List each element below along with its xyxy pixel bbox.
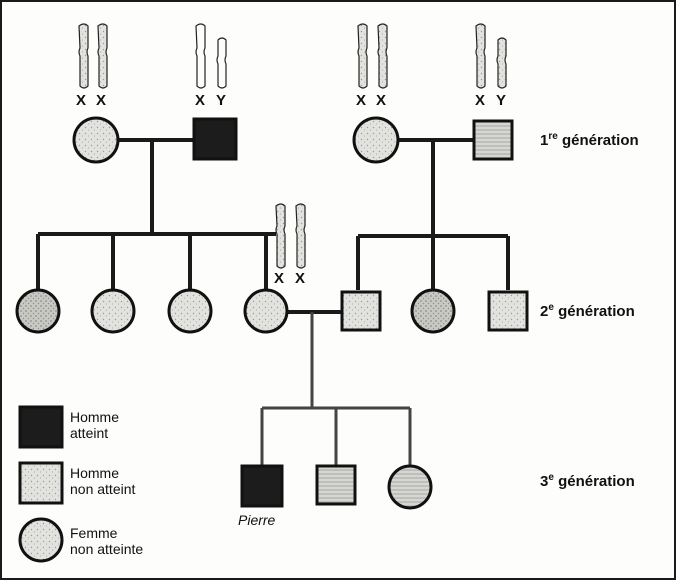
chrom-x-label: X <box>195 92 206 109</box>
chromosomes-father-right <box>475 23 507 89</box>
chrom-y-label: Y <box>496 92 507 109</box>
legend-unaffected-female-text: Femme non atteinte <box>70 525 144 557</box>
chrom-x-label: X <box>295 270 306 287</box>
legend-unaffected-male-symbol <box>18 461 64 505</box>
gen3-female <box>387 464 433 510</box>
gen3-male <box>315 464 357 506</box>
chromosomes-mother-right <box>357 23 388 89</box>
gen1-male-left-affected <box>192 117 238 161</box>
chrom-x-label: X <box>356 92 367 109</box>
chromosomes-gen2-mother <box>275 203 306 269</box>
gen1-female-left <box>72 116 120 164</box>
legend-unaffected-male-text: Homme non atteint <box>70 465 136 497</box>
gen2-male-1 <box>340 290 382 332</box>
gen2-female-2 <box>90 288 136 334</box>
chrom-x-label: X <box>274 270 285 287</box>
generation-1-label: 1re génération <box>540 131 639 149</box>
gen3-male-pierre-affected <box>240 464 284 508</box>
gen2-female-5 <box>410 288 456 334</box>
pierre-label: Pierre <box>238 512 276 528</box>
gen1-female-right <box>352 116 400 164</box>
generation-2-label: 2e génération <box>540 302 635 320</box>
gen1-male-right <box>472 119 514 161</box>
pedigree-lines-gen3 <box>260 312 412 466</box>
chrom-x-label: X <box>376 92 387 109</box>
chromosomes-mother-left <box>78 23 108 89</box>
gen2-male-2 <box>487 290 529 332</box>
chrom-y-label: Y <box>216 92 227 109</box>
chrom-x-label: X <box>475 92 486 109</box>
gen2-female-1 <box>15 288 61 334</box>
chromosomes-father-left <box>195 23 227 89</box>
gen2-female-4 <box>243 288 289 334</box>
legend-affected-male-text: Homme atteint <box>70 409 120 441</box>
legend-unaffected-female-symbol <box>18 517 64 563</box>
chrom-x-label: X <box>96 92 107 109</box>
legend-affected-male-symbol <box>18 405 64 449</box>
pedigree-lines <box>36 138 510 314</box>
generation-3-label: 3e génération <box>540 472 635 490</box>
gen2-female-3 <box>167 288 213 334</box>
chrom-x-label: X <box>76 92 87 109</box>
